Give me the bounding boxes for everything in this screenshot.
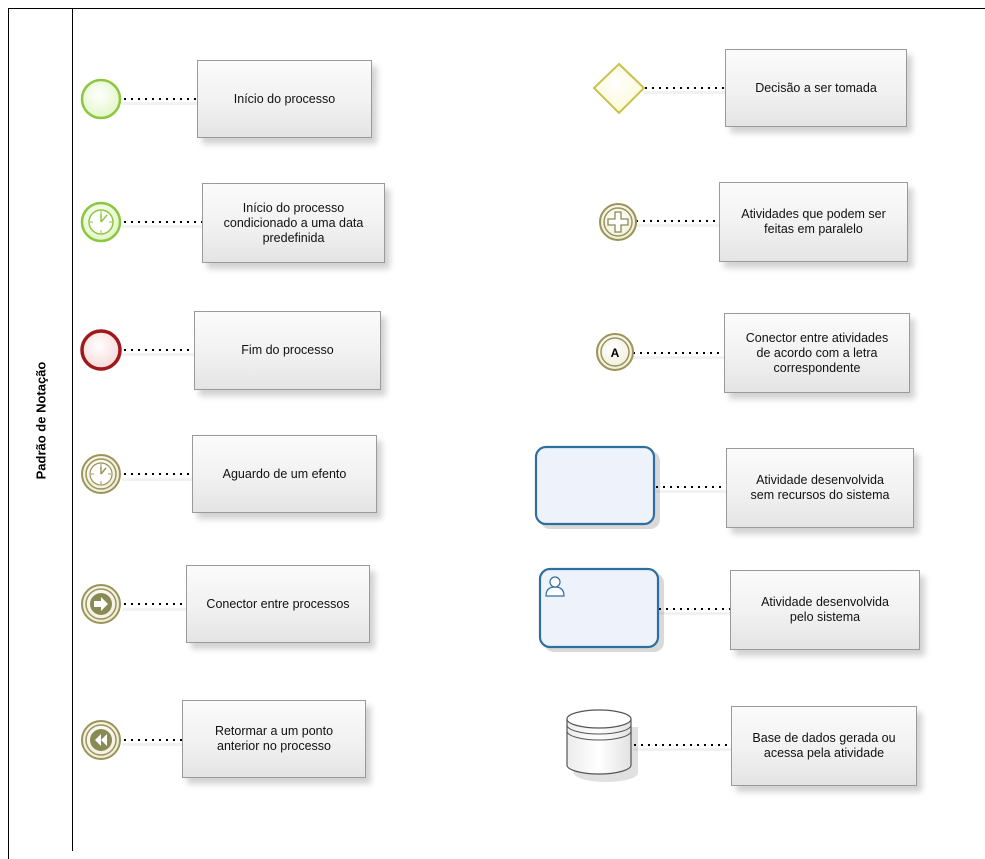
annotation-label: Aguardo de um efento bbox=[222, 466, 347, 481]
annotation-label: Conector entre processos bbox=[206, 596, 350, 611]
annotation-timer-wait: Aguardo de um efento bbox=[192, 435, 377, 513]
annotation-label: Decisão a ser tomada bbox=[755, 80, 877, 95]
manual-task-icon bbox=[534, 445, 660, 529]
annotation-manual-task: Atividade desenvolvida sem recursos do s… bbox=[726, 448, 914, 528]
annotation-parallel-gateway: Atividades que podem ser feitas em paral… bbox=[719, 182, 908, 262]
pool bbox=[8, 8, 985, 859]
annotation-label: Retormar a um ponto anterior no processo bbox=[214, 724, 334, 753]
annotation-data-store: Base de dados gerada ou acessa pela ativ… bbox=[731, 706, 917, 786]
timer-intermediate-event-icon bbox=[81, 454, 121, 494]
annotation-compensation: Retormar a um ponto anterior no processo bbox=[182, 700, 366, 778]
annotation-label: Base de dados gerada ou acessa pela ativ… bbox=[752, 731, 896, 760]
start-event-icon bbox=[80, 78, 122, 120]
connector-letter: A bbox=[611, 346, 620, 360]
link-throw-event-icon bbox=[81, 584, 121, 624]
annotation-start-event: Início do processo bbox=[197, 60, 372, 138]
link-connector-event-icon: A bbox=[596, 333, 634, 371]
timer-start-event-icon bbox=[80, 201, 122, 243]
annotation-label: Atividade desenvolvida pelo sistema bbox=[761, 595, 889, 624]
annotation-link-connector: Conector entre atividades de acordo com … bbox=[724, 313, 910, 393]
exclusive-gateway-icon bbox=[592, 62, 646, 115]
annotation-label: Atividade desenvolvida sem recursos do s… bbox=[750, 473, 890, 502]
lane-divider bbox=[72, 8, 73, 851]
annotation-label: Fim do processo bbox=[241, 343, 334, 357]
annotation-exclusive-gateway: Decisão a ser tomada bbox=[725, 49, 907, 127]
annotation-timer-start: Início do processo condicionado a uma da… bbox=[202, 183, 385, 263]
compensation-event-icon bbox=[81, 720, 121, 760]
user-icon bbox=[545, 576, 565, 597]
annotation-label: Conector entre atividades de acordo com … bbox=[745, 330, 889, 375]
user-task-icon bbox=[538, 567, 664, 652]
end-event-icon bbox=[80, 329, 122, 371]
annotation-label: Início do processo condicionado a uma da… bbox=[223, 200, 364, 245]
annotation-end-event: Fim do processo bbox=[194, 311, 381, 390]
annotation-label: Atividades que podem ser feitas em paral… bbox=[741, 207, 886, 236]
annotation-user-task: Atividade desenvolvida pelo sistema bbox=[730, 570, 920, 650]
data-store-icon bbox=[566, 709, 638, 782]
annotation-label: Início do processo bbox=[233, 91, 336, 106]
annotation-link-throw: Conector entre processos bbox=[186, 565, 370, 643]
parallel-gateway-icon bbox=[599, 203, 637, 241]
